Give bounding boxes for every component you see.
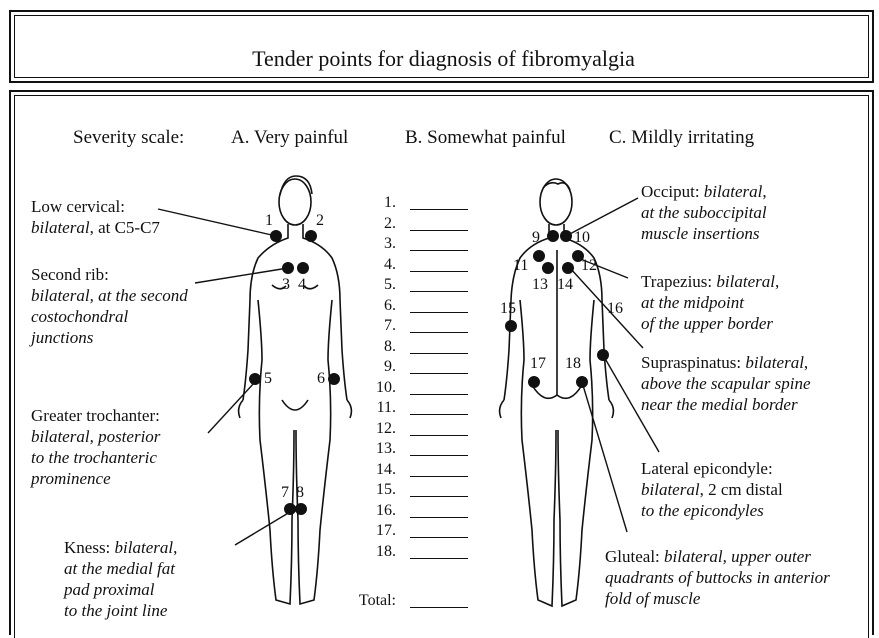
label-supraspinatus: Supraspinatus: bilateral, above the scap…	[641, 352, 811, 415]
label-lateral-epicondyle: Lateral epicondyle: bilateral, 2 cm dist…	[641, 458, 783, 521]
total-label: Total:	[359, 592, 396, 610]
point-number: 18	[565, 355, 581, 373]
score-row: 14.	[360, 459, 472, 479]
label-gluteal: Gluteal: bilateral, upper outer quadrant…	[605, 546, 830, 609]
score-blank-line[interactable]	[410, 496, 468, 497]
score-row-number: 7.	[384, 317, 396, 335]
point-number: 12	[581, 257, 597, 275]
score-row-number: 18.	[376, 543, 396, 561]
label-second-rib: Second rib: bilateral, at the second cos…	[31, 264, 188, 348]
score-blank-line[interactable]	[410, 271, 468, 272]
score-row: 8.	[360, 336, 472, 356]
score-blank-line[interactable]	[410, 291, 468, 292]
score-row-number: 13.	[376, 440, 396, 458]
point-number: 2	[316, 212, 324, 230]
score-row: 13.	[360, 438, 472, 458]
label-trapezius: Trapezius: bilateral, at the midpoint of…	[641, 271, 779, 334]
score-row: 2.	[360, 213, 472, 233]
score-row-number: 12.	[376, 420, 396, 438]
score-row: 10.	[360, 377, 472, 397]
score-row-number: 2.	[384, 215, 396, 233]
score-blank-line[interactable]	[410, 476, 468, 477]
point-number: 14	[557, 276, 573, 294]
score-row: 15.	[360, 479, 472, 499]
score-blank-line[interactable]	[410, 435, 468, 436]
score-blank-line[interactable]	[410, 209, 468, 210]
point-number: 10	[574, 229, 590, 247]
label-knee: Kness: bilateral, at the medial fat pad …	[64, 537, 177, 621]
score-row: 5.	[360, 274, 472, 294]
score-row-number: 3.	[384, 235, 396, 253]
score-blank-line[interactable]	[410, 332, 468, 333]
score-blank-line[interactable]	[410, 558, 468, 559]
score-row: 18.	[360, 541, 472, 561]
score-row-number: 9.	[384, 358, 396, 376]
score-row: 6.	[360, 295, 472, 315]
score-total-row: Total:	[360, 590, 472, 610]
score-row-number: 11.	[377, 399, 396, 417]
score-row: 12.	[360, 418, 472, 438]
front-body-figure	[239, 176, 352, 604]
point-number: 6	[317, 370, 325, 388]
point-number: 15	[500, 300, 516, 318]
score-row-number: 5.	[384, 276, 396, 294]
score-row: 4.	[360, 254, 472, 274]
score-row: 1.	[360, 192, 472, 212]
label-low-cervical: Low cervical: bilateral, at C5-C7	[31, 196, 160, 238]
back-body-figure	[500, 179, 614, 606]
score-row: 11.	[360, 397, 472, 417]
score-blank-line[interactable]	[410, 517, 468, 518]
point-number: 9	[532, 229, 540, 247]
score-row-number: 10.	[376, 379, 396, 397]
point-number: 17	[530, 355, 546, 373]
score-blank-line[interactable]	[410, 537, 468, 538]
score-row-number: 16.	[376, 502, 396, 520]
point-number: 8	[296, 484, 304, 502]
point-number: 1	[265, 212, 273, 230]
score-blank-line[interactable]	[410, 373, 468, 374]
label-occiput: Occiput: bilateral, at the suboccipital …	[641, 181, 767, 244]
score-row: 16.	[360, 500, 472, 520]
score-row-number: 14.	[376, 461, 396, 479]
score-row: 7.	[360, 315, 472, 335]
score-row-number: 8.	[384, 338, 396, 356]
score-blank-line[interactable]	[410, 455, 468, 456]
score-row-number: 15.	[376, 481, 396, 499]
score-blank-line[interactable]	[410, 312, 468, 313]
score-row-number: 17.	[376, 522, 396, 540]
score-row-number: 6.	[384, 297, 396, 315]
point-number: 5	[264, 370, 272, 388]
score-row: 17.	[360, 520, 472, 540]
label-greater-trochanter: Greater trochanter: bilateral, posterior…	[31, 405, 160, 489]
score-row: 9.	[360, 356, 472, 376]
score-row-number: 4.	[384, 256, 396, 274]
score-blank-line[interactable]	[410, 607, 468, 608]
score-blank-line[interactable]	[410, 230, 468, 231]
score-blank-line[interactable]	[410, 353, 468, 354]
score-blank-line[interactable]	[410, 394, 468, 395]
point-number: 13	[532, 276, 548, 294]
score-blank-line[interactable]	[410, 250, 468, 251]
point-number: 7	[281, 484, 289, 502]
score-blank-line[interactable]	[410, 414, 468, 415]
score-row-number: 1.	[384, 194, 396, 212]
score-row: 3.	[360, 233, 472, 253]
point-number: 16	[607, 300, 623, 318]
point-number: 11	[513, 257, 528, 275]
point-number: 3	[282, 276, 290, 294]
point-number: 4	[298, 276, 306, 294]
